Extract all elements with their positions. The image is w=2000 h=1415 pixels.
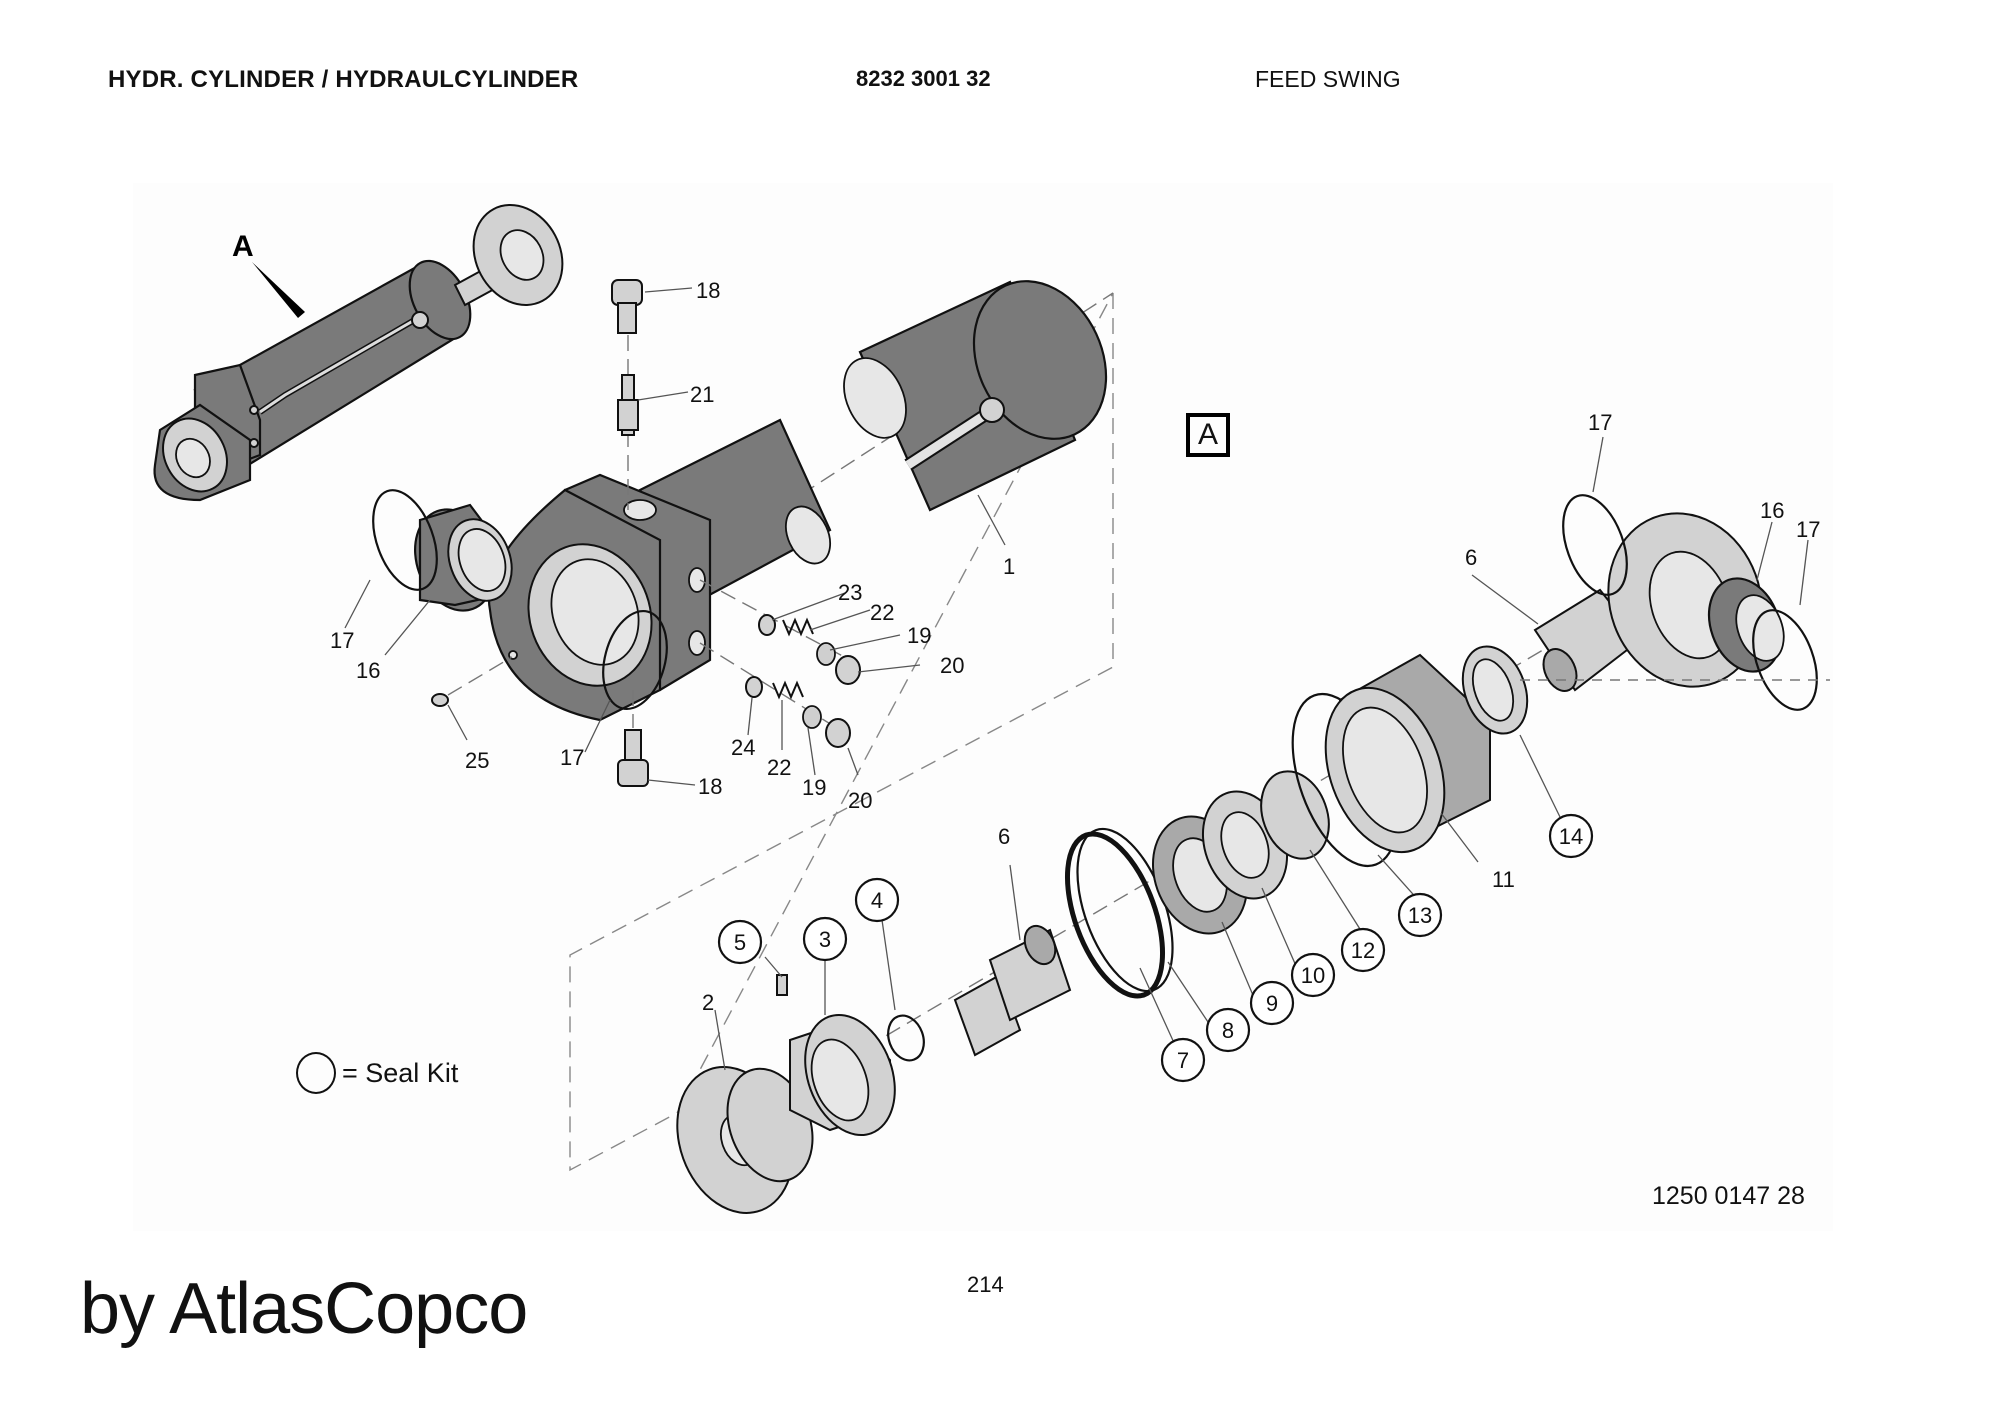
callout-17-upper: 17 (1588, 410, 1612, 435)
callout-16-right: 16 (1760, 498, 1784, 523)
callout-19-lower: 19 (802, 775, 826, 800)
view-a-marker: A (1186, 413, 1230, 457)
valve-components (431, 279, 861, 787)
drawing-number: 1250 0147 28 (1652, 1182, 1805, 1210)
view-arrow-label: A (232, 230, 254, 263)
svg-text:14: 14 (1559, 824, 1583, 849)
view-a-label: A (1197, 418, 1218, 451)
callout-9-seal-kit: 9 (1249, 980, 1295, 1026)
seal-kit-legend-label: = Seal Kit (342, 1057, 459, 1088)
callout-20-upper: 20 (940, 653, 964, 678)
assembled-cylinder (153, 204, 564, 502)
leader-lines (344, 287, 1809, 1071)
svg-text:12: 12 (1351, 938, 1375, 963)
callout-4-seal-kit: 4 (854, 877, 900, 923)
brand-watermark: by AtlasCopco (80, 1269, 528, 1349)
svg-text:13: 13 (1408, 903, 1432, 928)
callout-18-bottom: 18 (698, 774, 722, 799)
svg-text:9: 9 (1266, 991, 1278, 1016)
seal-kit-circle-icon (296, 1052, 336, 1094)
svg-text:8: 8 (1222, 1018, 1234, 1043)
svg-text:3: 3 (819, 927, 831, 952)
callout-17-center: 17 (560, 745, 584, 770)
piston-rod-part-6 (953, 924, 1072, 1057)
callout-16-left: 16 (356, 658, 380, 683)
callout-23: 23 (838, 580, 862, 605)
circlip-part-17-right (1752, 609, 1818, 711)
cylinder-tube-part-1 (843, 280, 1108, 512)
callout-21: 21 (690, 382, 714, 407)
set-screw-part-5 (776, 974, 788, 996)
callout-22-upper: 22 (870, 600, 894, 625)
page-title: HYDR. CYLINDER / HYDRAULCYLINDER (108, 66, 579, 93)
bearing-part-16-right (1707, 577, 1785, 673)
callout-18-top: 18 (696, 278, 720, 303)
callout-12-seal-kit: 12 (1340, 927, 1386, 973)
bearing-part-16-left (414, 503, 513, 612)
callout-11: 11 (1492, 867, 1515, 892)
callout-19-upper: 19 (907, 623, 931, 648)
callout-6-eye: 6 (1465, 545, 1477, 570)
wiper-part-3 (789, 1013, 896, 1137)
o-ring-part-4 (887, 1014, 925, 1062)
callout-10-seal-kit: 10 (1290, 952, 1336, 998)
cylinder-head-part-11 (1324, 653, 1491, 854)
svg-text:5: 5 (734, 930, 746, 955)
callout-5-seal-kit: 5 (717, 919, 763, 965)
callout-24: 24 (731, 735, 755, 760)
view-arrow-a: A (232, 230, 305, 318)
page-number: 214 (967, 1272, 1004, 1297)
seal-kit-legend: = Seal Kit (296, 1052, 458, 1094)
callout-6-rod: 6 (998, 824, 1010, 849)
svg-text:10: 10 (1301, 963, 1325, 988)
callout-17-right: 17 (1796, 517, 1820, 542)
circlip-part-17-left (372, 489, 438, 591)
callout-25: 25 (465, 748, 489, 773)
callout-7-seal-kit: 7 (1160, 1037, 1206, 1083)
cylinder-head (487, 418, 832, 722)
callout-1: 1 (1003, 554, 1015, 579)
callout-3-seal-kit: 3 (802, 916, 848, 962)
svg-text:4: 4 (871, 888, 883, 913)
seal-stack-parts-7-13 (1064, 692, 1399, 999)
seal-kit-callouts: 5 3 4 7 8 9 10 12 13 14 (717, 813, 1594, 1083)
callout-8-seal-kit: 8 (1205, 1007, 1251, 1053)
callout-22-lower: 22 (767, 755, 791, 780)
callout-17-left: 17 (330, 628, 354, 653)
callout-labels: 18 21 1 23 22 19 20 17 16 25 17 18 24 22… (330, 278, 1820, 1015)
part-number: 8232 3001 32 (856, 66, 991, 91)
svg-text:7: 7 (1177, 1048, 1189, 1073)
circlip-part-17-upper (1562, 494, 1628, 596)
circlip-part-17-center (602, 609, 668, 711)
assembly-group: FEED SWING (1255, 66, 1401, 92)
callout-2: 2 (702, 990, 714, 1015)
callout-13-seal-kit: 13 (1397, 892, 1443, 938)
callout-14-seal-kit: 14 (1548, 813, 1594, 859)
callout-20-lower: 20 (848, 788, 872, 813)
